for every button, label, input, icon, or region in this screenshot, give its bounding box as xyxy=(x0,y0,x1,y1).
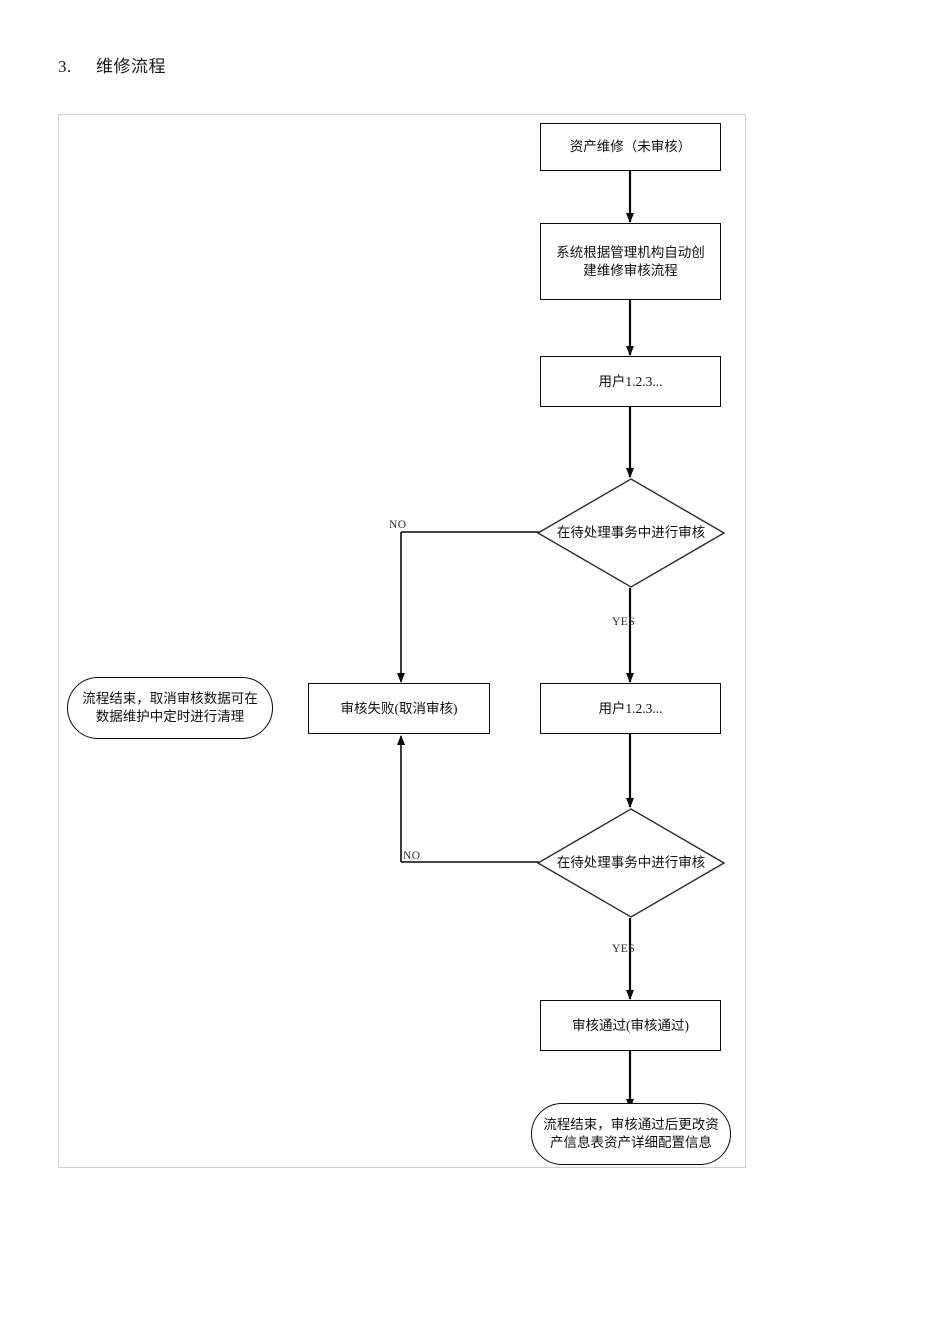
node-decision-review-pending-second[interactable]: 在待处理事务中进行审核 xyxy=(537,808,725,918)
node-decision-review-pending-first[interactable]: 在待处理事务中进行审核 xyxy=(537,478,725,588)
node-label: 用户1.2.3... xyxy=(598,700,663,716)
edge-label-yes-second: YES xyxy=(612,943,636,955)
node-label: 系统根据管理机构自动创建维修审核流程 xyxy=(556,245,705,278)
node-system-auto-create-flow[interactable]: 系统根据管理机构自动创建维修审核流程 xyxy=(540,223,721,300)
flowchart-frame: 资产维修（未审核） 系统根据管理机构自动创建维修审核流程 用户1.2.3... … xyxy=(58,114,746,1168)
node-end-update-asset-info[interactable]: 流程结束，审核通过后更改资产信息表资产详细配置信息 xyxy=(531,1103,731,1165)
flowchart-canvas: 资产维修（未审核） 系统根据管理机构自动创建维修审核流程 用户1.2.3... … xyxy=(59,115,747,1169)
edge-label-no-first: NO xyxy=(389,519,407,531)
edge-label-no-second: NO xyxy=(403,850,421,862)
node-review-failed-cancel[interactable]: 审核失败(取消审核) xyxy=(308,683,490,734)
node-label: 审核通过(审核通过) xyxy=(572,1017,689,1033)
page-title: 维修流程 xyxy=(96,57,166,76)
diamond-shape xyxy=(537,808,725,918)
node-asset-repair-unreviewed[interactable]: 资产维修（未审核） xyxy=(540,123,721,171)
node-label: 审核失败(取消审核) xyxy=(340,700,458,716)
node-label: 流程结束，取消审核数据可在数据维护中定时进行清理 xyxy=(82,690,258,724)
node-label: 资产维修（未审核） xyxy=(569,139,692,155)
connector-layer xyxy=(312,171,634,1109)
node-user-list-second[interactable]: 用户1.2.3... xyxy=(540,683,721,734)
node-user-list-first[interactable]: 用户1.2.3... xyxy=(540,356,721,407)
diamond-shape xyxy=(537,478,725,588)
page-heading: 3. 维修流程 xyxy=(58,52,166,77)
node-review-passed[interactable]: 审核通过(审核通过) xyxy=(540,1000,721,1051)
node-label: 在待处理事务中进行审核 xyxy=(556,855,706,871)
heading-number: 3. xyxy=(58,57,72,76)
node-end-cancel-cleanup[interactable]: 流程结束，取消审核数据可在数据维护中定时进行清理 xyxy=(67,677,273,739)
node-label: 用户1.2.3... xyxy=(598,373,663,389)
edge-label-yes-first: YES xyxy=(612,616,636,628)
node-label: 在待处理事务中进行审核 xyxy=(556,525,706,541)
node-label: 流程结束，审核通过后更改资产信息表资产详细配置信息 xyxy=(543,1116,719,1150)
